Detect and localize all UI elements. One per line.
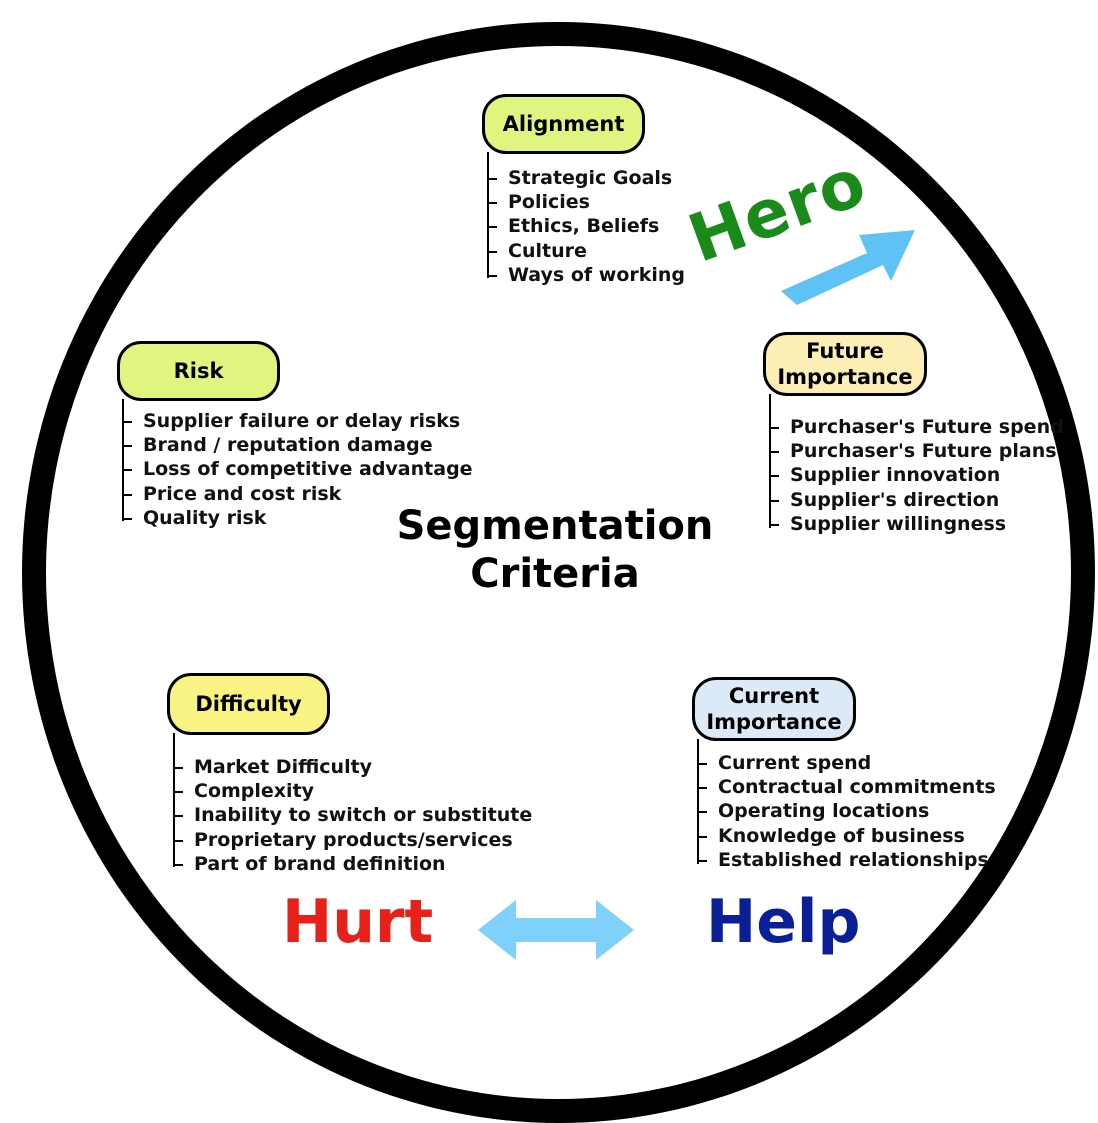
current-importance-list: Current spend Contractual commitments Op… bbox=[698, 751, 996, 872]
future-importance-title-line1: Future bbox=[806, 339, 884, 363]
hero-arrow-icon bbox=[781, 230, 915, 305]
list-item: Complexity bbox=[173, 779, 532, 803]
list-item: Established relationships bbox=[698, 848, 996, 872]
list-item: Knowledge of business bbox=[698, 824, 996, 848]
list-item: Quality risk bbox=[123, 506, 473, 530]
alignment-pill: Alignment bbox=[482, 94, 645, 154]
current-importance-title-line1: Current bbox=[728, 684, 820, 708]
alignment-list: Strategic Goals Policies Ethics, Beliefs… bbox=[487, 166, 686, 287]
list-item: Proprietary products/services bbox=[173, 828, 532, 852]
list-item: Purchaser's Future spend bbox=[770, 416, 1064, 438]
list-item: Part of brand definition bbox=[173, 852, 532, 876]
list-item: Culture bbox=[487, 239, 685, 263]
risk-title: Risk bbox=[173, 359, 224, 383]
help-label: Help bbox=[706, 887, 861, 957]
list-item: Purchaser's Future plans bbox=[770, 439, 1064, 463]
list-item: Supplier willingness bbox=[770, 512, 1064, 536]
future-importance-list: Purchaser's Future spend Purchaser's Fut… bbox=[770, 415, 1064, 536]
list-item: Supplier innovation bbox=[770, 463, 1064, 487]
current-importance-title-line2: Importance bbox=[706, 710, 842, 734]
risk-bracket bbox=[122, 399, 124, 521]
list-item: Market Difficulty bbox=[173, 755, 532, 779]
list-item: Inability to switch or substitute bbox=[173, 804, 533, 827]
future-importance-title-line2: Importance bbox=[777, 365, 913, 389]
risk-pill: Risk bbox=[117, 341, 280, 401]
list-item: Ethics, Beliefs bbox=[487, 214, 685, 238]
future-importance-pill: Future Importance bbox=[763, 332, 927, 396]
center-title: Segmentation Criteria bbox=[380, 502, 730, 598]
alignment-bracket bbox=[487, 152, 489, 278]
list-item: Supplier's direction bbox=[770, 488, 1064, 512]
list-item: Price and cost risk bbox=[123, 482, 473, 506]
double-arrow-icon bbox=[478, 900, 634, 960]
list-item: Strategic Goals bbox=[487, 166, 685, 190]
list-item: Policies bbox=[487, 190, 685, 214]
center-title-line2: Criteria bbox=[470, 551, 640, 597]
center-title-line1: Segmentation bbox=[396, 503, 714, 549]
future-importance-bracket bbox=[769, 394, 771, 528]
difficulty-bracket bbox=[173, 733, 175, 867]
list-item: Ways of working bbox=[487, 263, 686, 286]
difficulty-pill: Difficulty bbox=[167, 673, 330, 735]
current-importance-bracket bbox=[697, 739, 699, 864]
list-item: Contractual commitments bbox=[698, 776, 996, 799]
list-item: Current spend bbox=[698, 751, 996, 775]
list-item: Operating locations bbox=[698, 799, 996, 823]
difficulty-list: Market Difficulty Complexity Inability t… bbox=[173, 755, 533, 876]
current-importance-pill: Current Importance bbox=[692, 677, 856, 741]
list-item: Brand / reputation damage bbox=[123, 433, 473, 457]
list-item: Supplier failure or delay risks bbox=[123, 409, 473, 433]
risk-list: Supplier failure or delay risks Brand / … bbox=[123, 409, 473, 530]
alignment-title: Alignment bbox=[502, 112, 625, 136]
hurt-label: Hurt bbox=[282, 887, 434, 957]
list-item: Loss of competitive advantage bbox=[123, 458, 473, 481]
difficulty-title: Difficulty bbox=[195, 692, 302, 716]
